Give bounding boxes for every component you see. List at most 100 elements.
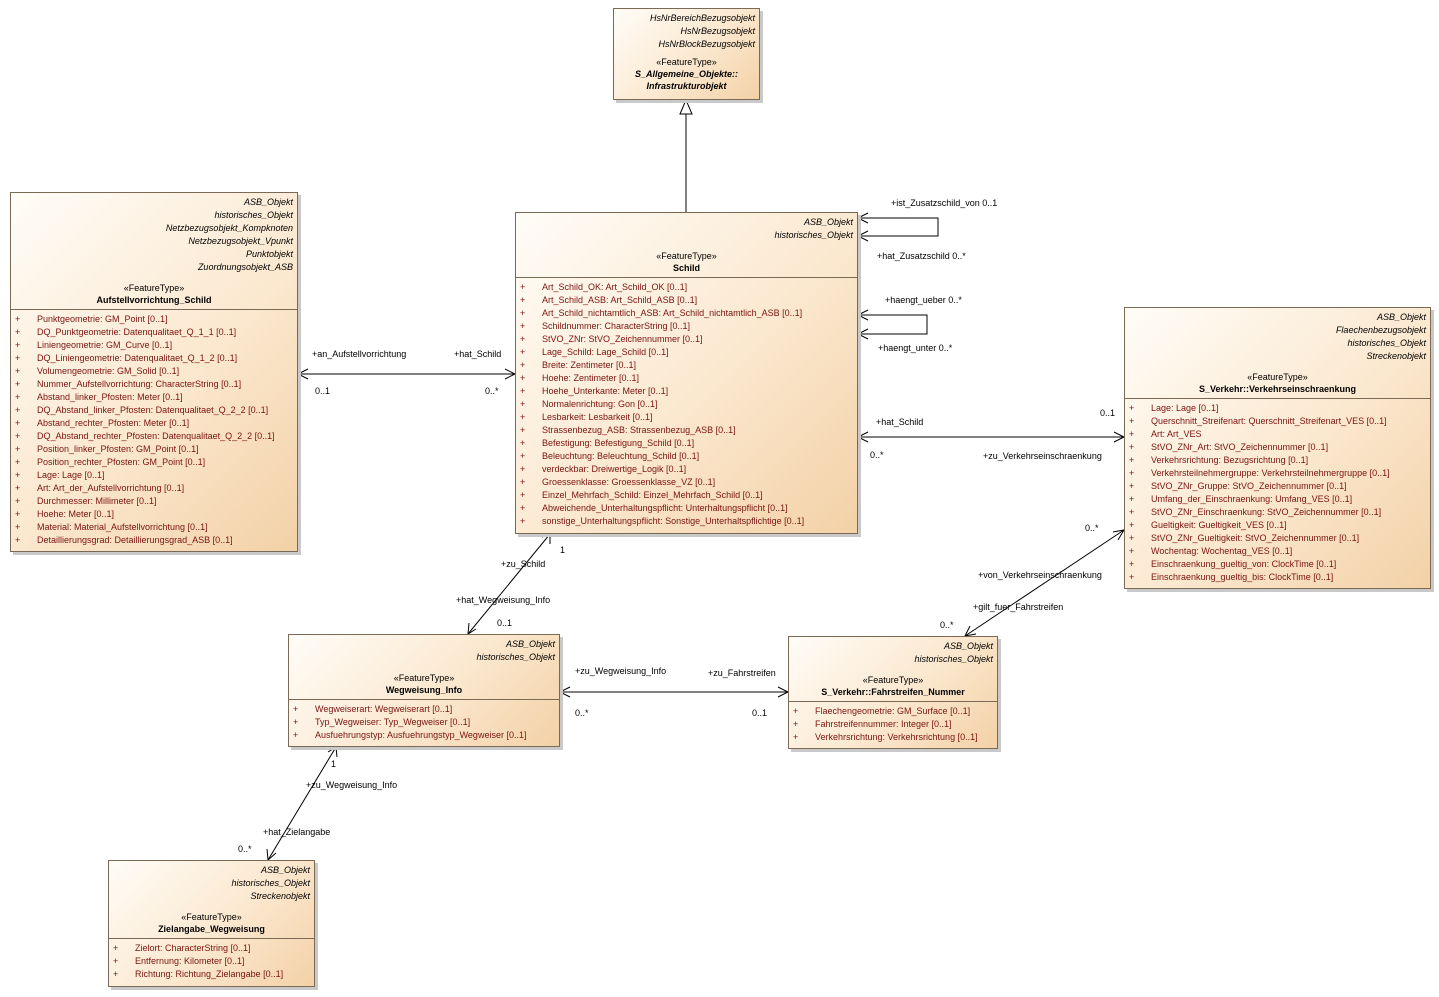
attribute: +StVO_ZNr_Gueltigkeit: StVO_Zeichennumme… [1129, 533, 1360, 543]
multiplicity-label: 0..1 [752, 708, 768, 718]
role-label: +von_Verkehrseinschraenkung [978, 570, 1102, 580]
attribute: +Wochentag: Wochentag_VES [0..1] [1129, 546, 1293, 556]
attribute: +DQ_Liniengeometrie: Datenqualitaet_Q_1_… [15, 353, 238, 363]
class-aufstellvorrichtung-schild[interactable]: ASB_Objekt historisches_Objekt Netzbezug… [10, 192, 298, 552]
role-label: +zu_Wegweisung_Info [575, 666, 667, 676]
attribute: +Art_Schild_ASB: Art_Schild_ASB [0..1] [520, 295, 698, 305]
tagged-value: Punktobjekt [245, 249, 293, 259]
attribute: +Art_Schild_nichtamtlich_ASB: Art_Schild… [520, 308, 803, 318]
attribute: +Fahrstreifennummer: Integer [0..1] [793, 719, 952, 729]
class-zielangabe-wegweisung[interactable]: ASB_Objekt historisches_Objekt Streckeno… [108, 860, 315, 987]
multiplicity-label: 0..1 [1100, 408, 1116, 418]
generalization-arrowhead [679, 98, 693, 115]
stereotype: «FeatureType» [862, 675, 924, 685]
arrowhead [296, 368, 309, 380]
role-label: +hat_Zielangabe [263, 827, 331, 837]
tagged-value: Streckenobjekt [250, 891, 310, 901]
arrowhead [856, 212, 869, 224]
tagged-value: historisches_Objekt [774, 230, 853, 240]
multiplicity-label: 1 [331, 759, 337, 769]
multiplicity-label: 0..* [485, 386, 499, 396]
association-zusatzschild [858, 217, 939, 237]
attribute: +Einschraenkung_gueltig_von: ClockTime [… [1129, 559, 1337, 569]
class-schild[interactable]: ASB_Objekt historisches_Objekt «FeatureT… [515, 212, 858, 534]
attribute: +Richtung: Richtung_Zielangabe [0..1] [113, 969, 284, 979]
role-label: +gilt_fuer_Fahrstreifen [973, 602, 1064, 612]
attribute: +Verkehrsrichtung: Verkehrsrichtung [0..… [793, 732, 978, 742]
attribute: +verdeckbar: Dreiwertige_Logik [0..1] [520, 464, 687, 474]
attribute: +Durchmesser: Millimeter [0..1] [15, 496, 157, 506]
attribute: +Groessenklasse: Groessenklasse_VZ [0..1… [520, 477, 716, 487]
tagged-value: HsNrBezugsobjekt [680, 26, 755, 36]
class-wegweisung-info[interactable]: ASB_Objekt historisches_Objekt «FeatureT… [288, 634, 560, 747]
attribute: +Hoehe: Meter [0..1] [15, 509, 115, 519]
class-name: Aufstellvorrichtung_Schild [96, 295, 212, 305]
tagged-value: HsNrBlockBezugsobjekt [658, 39, 755, 49]
attribute: +Punktgeometrie: GM_Point [0..1] [15, 314, 168, 324]
attribute: +Flaechengeometrie: GM_Surface [0..1] [793, 706, 971, 716]
class-verkehrseinschraenkung[interactable]: ASB_Objekt Flaechenbezugsobjekt historis… [1124, 307, 1431, 589]
multiplicity-label: 0..* [940, 620, 954, 630]
tagged-value: historisches_Objekt [914, 654, 993, 664]
arrowhead [558, 686, 571, 698]
class-name: Zielangabe_Wegweisung [158, 924, 265, 934]
attribute-compartment: +Flaechengeometrie: GM_Surface [0..1] +F… [789, 702, 997, 747]
role-label: +hat_Schild [876, 417, 924, 427]
attribute: +StVO_ZNr: StVO_Zeichennummer [0..1] [520, 334, 703, 344]
tagged-value: ASB_Objekt [243, 197, 293, 207]
arrowhead [327, 746, 338, 758]
role-label: +hat_Schild [454, 349, 502, 359]
attribute: +Volumengeometrie: GM_Solid [0..1] [15, 366, 180, 376]
attribute: +Hoehe: Zentimeter [0..1] [520, 373, 640, 383]
role-label: +zu_Fahrstreifen [708, 668, 776, 678]
class-fahrstreifen-nummer[interactable]: ASB_Objekt historisches_Objekt «FeatureT… [788, 636, 998, 749]
multiplicity-label: 0..1 [497, 618, 513, 628]
role-label: +zu_Wegweisung_Info [306, 780, 398, 790]
attribute: +Normalenrichtung: Gon [0..1] [520, 399, 658, 409]
attribute: +Position_rechter_Pfosten: GM_Point [0..… [15, 457, 206, 467]
tagged-value: ASB_Objekt [1376, 312, 1426, 322]
attribute: +Art: Art_VES [1129, 429, 1202, 439]
attribute: +Liniengeometrie: GM_Curve [0..1] [15, 340, 173, 350]
attribute: +Befestigung: Befestigung_Schild [0..1] [520, 438, 695, 448]
tagged-value: Zuordnungsobjekt_ASB [197, 262, 293, 272]
multiplicity-label: 0..* [870, 450, 884, 460]
attribute-compartment: +Wegweiserart: Wegweiserart [0..1] +Typ_… [289, 700, 559, 745]
stereotype: «FeatureType» [181, 912, 242, 922]
attribute: +Umfang_der_Einschraenkung: Umfang_VES [… [1129, 494, 1353, 504]
role-label: +zu_Schild [501, 559, 546, 569]
attribute: +Typ_Wegweiser: Typ_Wegweiser [0..1] [293, 717, 471, 727]
attribute: +Verkehrsteilnehmergruppe: Verkehrsteiln… [1129, 468, 1390, 478]
attribute: +Art: Art_der_Aufstellvorrichtung [0..1] [15, 483, 185, 493]
tagged-value: HsNrBereichBezugsobjekt [649, 13, 755, 23]
attribute: +Lage_Schild: Lage_Schild [0..1] [520, 347, 669, 357]
class-name: S_Allgemeine_Objekte:: [634, 69, 739, 79]
attribute: +Verkehrsrichtung: Bezugsrichtung [0..1] [1129, 455, 1309, 465]
attribute: +Wegweiserart: Wegweiserart [0..1] [293, 704, 453, 714]
arrowhead [856, 309, 869, 321]
attribute: +Detaillierungsgrad: Detaillierungsgrad_… [15, 535, 233, 545]
attribute: +DQ_Punktgeometrie: Datenqualitaet_Q_1_1… [15, 327, 237, 337]
attribute: +Schildnummer: CharacterString [0..1] [520, 321, 691, 331]
association-schild-wegweisung [467, 533, 551, 635]
association-ves-fahrstreifen [964, 529, 1125, 637]
attribute: +Position_linker_Pfosten: GM_Point [0..1… [15, 444, 199, 454]
attribute: +Abweichende_Unterhaltungspflicht: Unter… [520, 503, 788, 513]
role-label: +zu_Verkehrseinschraenkung [983, 451, 1102, 461]
attribute: +Breite: Zentimeter [0..1] [520, 360, 637, 370]
role-label: +hat_Wegweisung_Info [456, 595, 551, 605]
tagged-value: ASB_Objekt [803, 217, 853, 227]
tagged-value: historisches_Objekt [231, 878, 310, 888]
stereotype: «FeatureType» [393, 673, 455, 683]
class-infrastrukturobjekt[interactable]: HsNrBereichBezugsobjekt HsNrBezugsobjekt… [613, 8, 760, 100]
tagged-value: Flaechenbezugsobjekt [1335, 325, 1426, 335]
association-wegweisung-zielangabe [267, 746, 337, 861]
multiplicity-label: 0..* [1085, 523, 1099, 533]
role-label: +hat_Zusatzschild 0..* [877, 251, 966, 261]
tagged-value: ASB_Objekt [505, 639, 555, 649]
tagged-value: historisches_Objekt [214, 210, 293, 220]
attribute: +Einschraenkung_gueltig_bis: ClockTime [… [1129, 572, 1334, 582]
attribute: +Lesbarkeit: Lesbarkeit [0..1] [520, 412, 653, 422]
role-label: +haengt_ueber 0..* [885, 295, 962, 305]
arrowhead [541, 533, 551, 544]
